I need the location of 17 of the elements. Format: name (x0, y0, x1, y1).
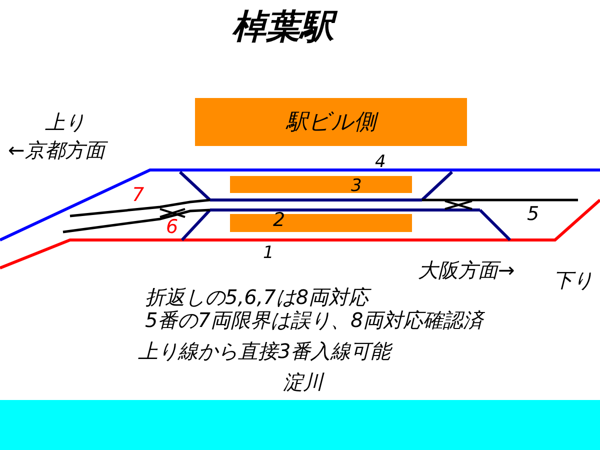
track-number: 5 (527, 203, 540, 227)
direction-label: 下り (553, 268, 593, 293)
track-number: 2 (273, 209, 286, 233)
direction-label: 大阪方面→ (418, 258, 515, 283)
track-number: 4 (375, 152, 386, 174)
track-number: 7 (132, 184, 144, 208)
direction-label: 上り (45, 110, 85, 135)
building-box: 駅ビル側 (195, 98, 467, 146)
river-name: 淀川 (283, 370, 323, 395)
note-text: 折返しの5,6,7は8両対応 (145, 285, 369, 310)
note-text: 5番の7両限界は誤り、8両対応確認済 (145, 308, 484, 333)
note-text: 上り線から直接3番入線可能 (138, 339, 391, 364)
track-number: 1 (263, 243, 274, 264)
platform-bar (230, 176, 412, 193)
river-band (0, 400, 600, 450)
track-number: 3 (351, 176, 362, 198)
track-number: 6 (166, 216, 178, 240)
